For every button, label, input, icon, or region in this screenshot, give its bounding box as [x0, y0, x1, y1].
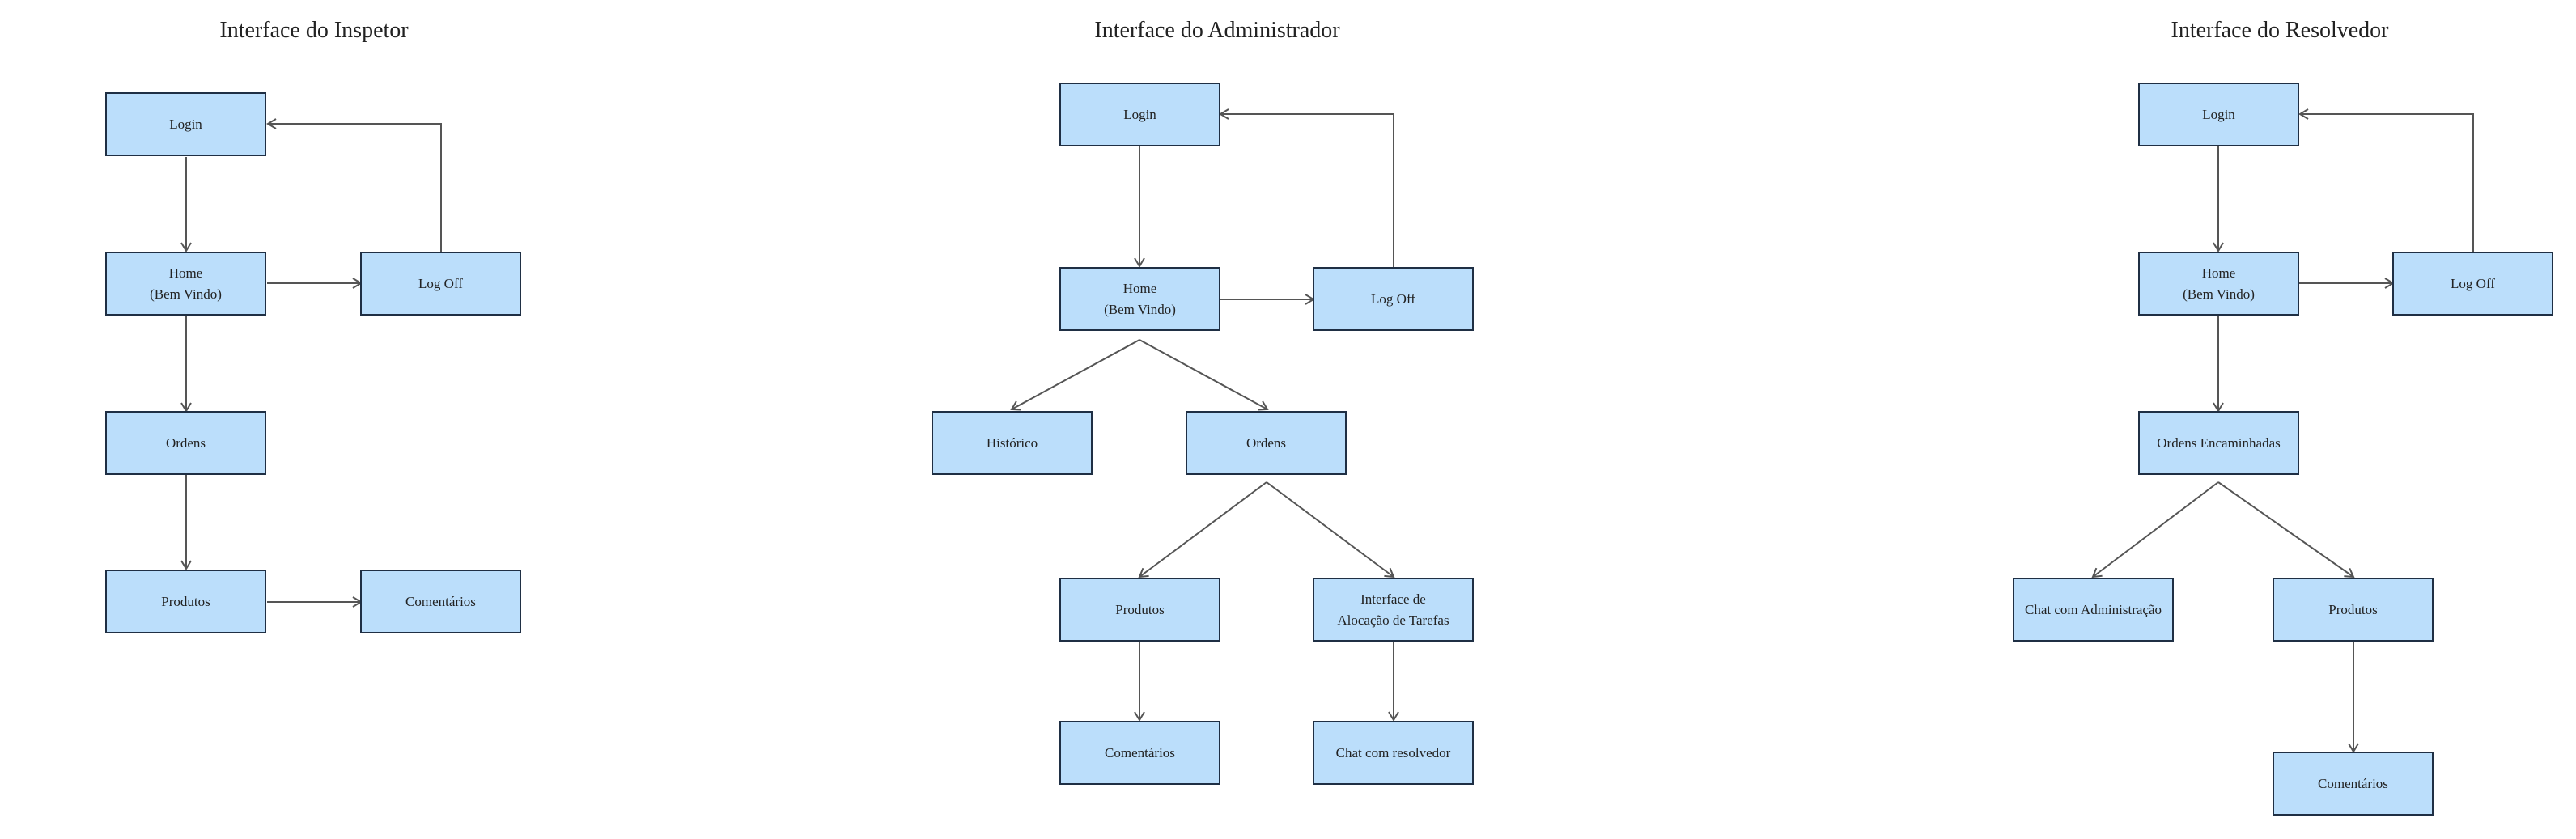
node-admin-chat: Chat com resolvedor — [1313, 721, 1474, 785]
node-resolvedor-logoff: Log Off — [2392, 252, 2553, 316]
node-resolvedor-comentarios: Comentários — [2273, 752, 2434, 816]
node-resolvedor-home: Home (Bem Vindo) — [2138, 252, 2299, 316]
node-inspetor-produtos: Produtos — [105, 570, 266, 633]
node-resolvedor-produtos: Produtos — [2273, 578, 2434, 642]
node-admin-home: Home (Bem Vindo) — [1059, 267, 1220, 331]
edge-admin-logoff-login — [1219, 108, 1394, 267]
node-admin-ordens: Ordens — [1186, 411, 1347, 475]
node-admin-historico: Histórico — [932, 411, 1093, 475]
node-inspetor-ordens: Ordens — [105, 411, 266, 475]
panel-title-inspetor: Interface do Inspetor — [219, 18, 409, 43]
edge-inspetor-logoff-login — [266, 118, 442, 252]
node-admin-produtos: Produtos — [1059, 578, 1220, 642]
panel-title-administrador: Interface do Administrador — [1094, 18, 1340, 43]
edge-admin-home-ordens — [1139, 339, 1269, 411]
node-inspetor-login: Login — [105, 92, 266, 156]
node-admin-login: Login — [1059, 83, 1220, 146]
node-resolvedor-login: Login — [2138, 83, 2299, 146]
node-resolvedor-chat: Chat com Administração — [2013, 578, 2174, 642]
node-resolvedor-ordens: Ordens Encaminhadas — [2138, 411, 2299, 475]
edge-admin-ordens-alocacao — [1266, 481, 1395, 578]
node-inspetor-logoff: Log Off — [360, 252, 521, 316]
node-inspetor-comentarios: Comentários — [360, 570, 521, 633]
edge-resolvedor-ordens-chat — [2091, 481, 2219, 578]
node-admin-comentarios: Comentários — [1059, 721, 1220, 785]
edge-admin-ordens-produtos — [1138, 481, 1267, 578]
edge-resolvedor-ordens-produtos — [2217, 481, 2355, 578]
panel-title-resolvedor: Interface do Resolvedor — [2171, 18, 2389, 43]
edge-admin-home-historico — [1010, 339, 1140, 411]
node-admin-logoff: Log Off — [1313, 267, 1474, 331]
edge-resolvedor-logoff-login — [2298, 108, 2474, 252]
node-admin-alocacao: Interface de Alocação de Tarefas — [1313, 578, 1474, 642]
node-inspetor-home: Home (Bem Vindo) — [105, 252, 266, 316]
